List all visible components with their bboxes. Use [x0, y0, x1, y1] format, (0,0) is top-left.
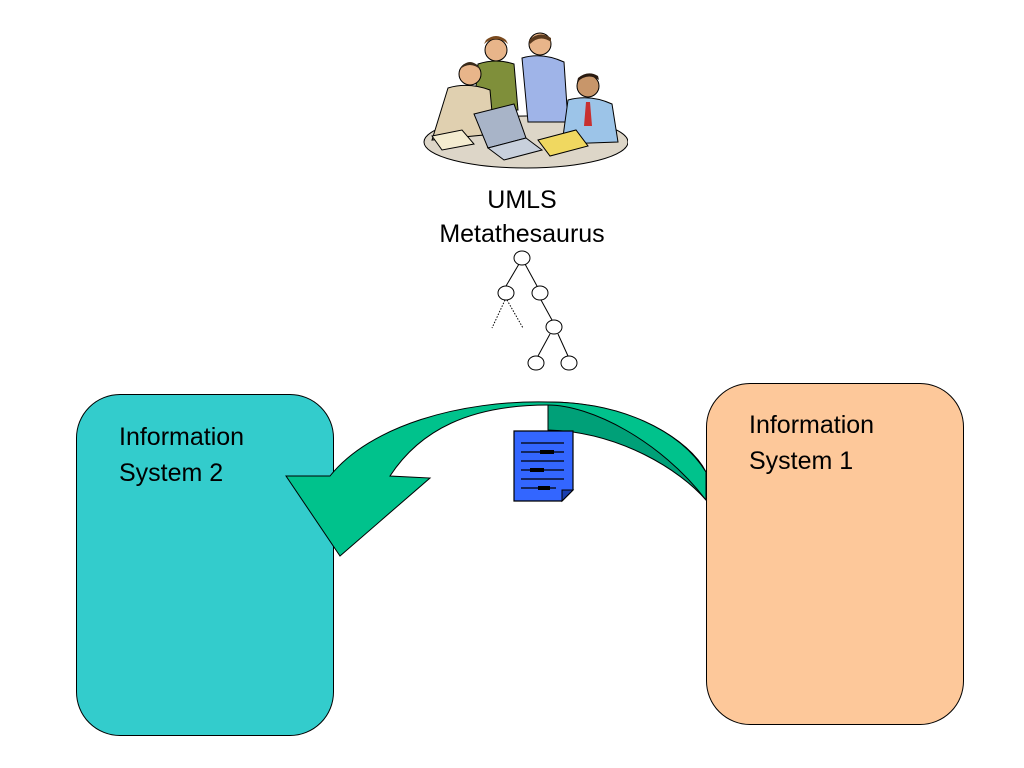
- document-icon: [513, 430, 575, 503]
- concept-tree-icon: [491, 250, 578, 371]
- system-2-label-line1: Information: [119, 423, 245, 451]
- transfer-arrow: [285, 401, 707, 557]
- system-1-label-line2: System 1: [749, 447, 854, 475]
- system-1-label-line1: Information: [749, 411, 875, 439]
- information-system-1-box: Information System 1: [706, 383, 964, 725]
- system-2-label-line2: System 2: [119, 459, 224, 487]
- information-system-2-label: Information System 2: [119, 419, 244, 491]
- umls-label-line2: Metathesaurus: [439, 220, 605, 248]
- information-system-1-label: Information System 1: [749, 407, 874, 479]
- umls-metathesaurus-label: UMLS Metathesaurus: [412, 183, 632, 251]
- people-at-laptop-icon: [423, 32, 628, 169]
- arrow-body-dark: [547, 401, 707, 502]
- information-system-2-box: Information System 2: [76, 394, 334, 736]
- arrow-body: [285, 401, 707, 557]
- umls-label-line1: UMLS: [487, 186, 557, 214]
